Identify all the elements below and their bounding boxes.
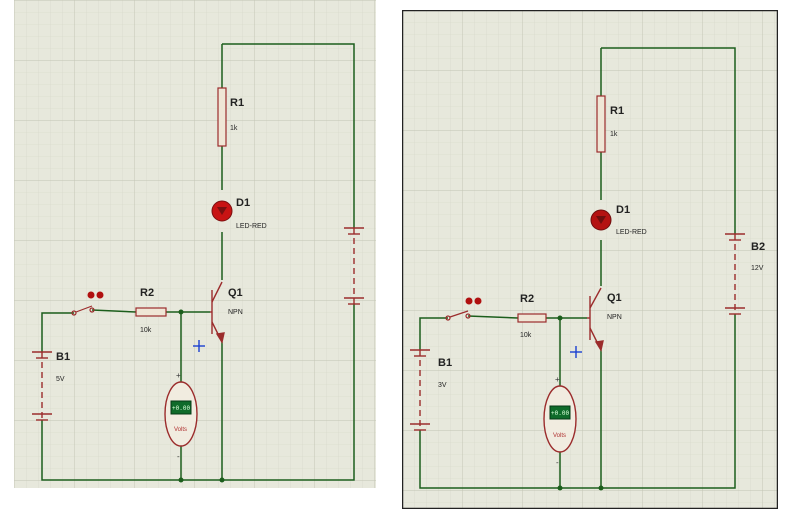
b1-battery[interactable] [32, 351, 52, 421]
r1-resistor[interactable] [596, 95, 606, 153]
voltmeter-plus: + [555, 375, 560, 384]
d1-label: D1 [616, 204, 630, 216]
right-schematic-panel: R1 1k D1 LED-RED Q1 NPN R2 10k B1 3V [402, 10, 778, 509]
switch-button-icon[interactable] [96, 291, 104, 299]
blue-cross-probe-icon[interactable] [570, 346, 582, 358]
b1-label: B1 [56, 351, 70, 363]
b1-value: 5V [56, 376, 65, 383]
voltmeter-display [549, 405, 571, 420]
b1-label: B1 [438, 357, 452, 369]
blue-cross-probe-icon[interactable] [193, 340, 205, 352]
q1-value: NPN [228, 309, 243, 316]
left-schematic-canvas: R1 1k D1 LED-RED Q1 NPN R2 10k B1 5V [14, 0, 376, 488]
left-schematic-panel: R1 1k D1 LED-RED Q1 NPN R2 10k B1 5V [14, 0, 376, 488]
q1-label: Q1 [228, 287, 243, 299]
voltmeter-reading: +0.00 [551, 410, 569, 417]
voltmeter-minus: - [556, 458, 559, 467]
voltmeter-unit: Volts [553, 433, 566, 439]
q1-npn-transistor[interactable] [210, 281, 225, 344]
r2-value: 10k [140, 327, 152, 334]
right-battery[interactable] [344, 227, 364, 305]
d1-led[interactable] [590, 209, 612, 231]
r1-label: R1 [610, 105, 624, 117]
switch[interactable] [71, 291, 104, 316]
switch-button-icon[interactable] [474, 297, 482, 305]
switch[interactable] [445, 297, 482, 321]
b2-label: B2 [751, 241, 765, 253]
d1-value: LED-RED [616, 229, 647, 236]
junction-dots [557, 315, 604, 491]
b1-battery[interactable] [410, 349, 430, 431]
wires [419, 47, 736, 489]
r2-resistor[interactable] [517, 313, 547, 323]
r1-resistor[interactable] [217, 87, 227, 147]
r2-value: 10k [520, 332, 532, 339]
b2-battery[interactable] [725, 233, 745, 315]
schematic-grid [402, 10, 778, 509]
switch-button-icon[interactable] [87, 291, 95, 299]
q1-npn-transistor[interactable] [587, 287, 604, 352]
voltmeter-unit: Volts [174, 427, 187, 433]
r1-value: 1k [230, 125, 238, 132]
r2-label: R2 [140, 287, 154, 299]
r2-label: R2 [520, 293, 534, 305]
b2-value: 12V [751, 265, 764, 272]
d1-label: D1 [236, 197, 250, 209]
q1-label: Q1 [607, 292, 622, 304]
voltmeter[interactable] [543, 385, 577, 453]
switch-button-icon[interactable] [465, 297, 473, 305]
junction-dots [178, 309, 225, 483]
r1-value: 1k [610, 131, 618, 138]
right-schematic-canvas: R1 1k D1 LED-RED Q1 NPN R2 10k B1 3V [402, 10, 778, 509]
voltmeter-reading: +0.00 [172, 405, 190, 412]
b1-value: 3V [438, 382, 447, 389]
wires [41, 43, 355, 481]
voltmeter[interactable] [164, 381, 198, 447]
voltmeter-display [170, 400, 192, 415]
q1-value: NPN [607, 314, 622, 321]
voltmeter-minus: - [177, 452, 180, 461]
r2-resistor[interactable] [135, 307, 167, 317]
voltmeter-plus: + [176, 371, 181, 380]
d1-led[interactable] [211, 200, 233, 222]
r1-label: R1 [230, 97, 244, 109]
d1-value: LED-RED [236, 223, 267, 230]
